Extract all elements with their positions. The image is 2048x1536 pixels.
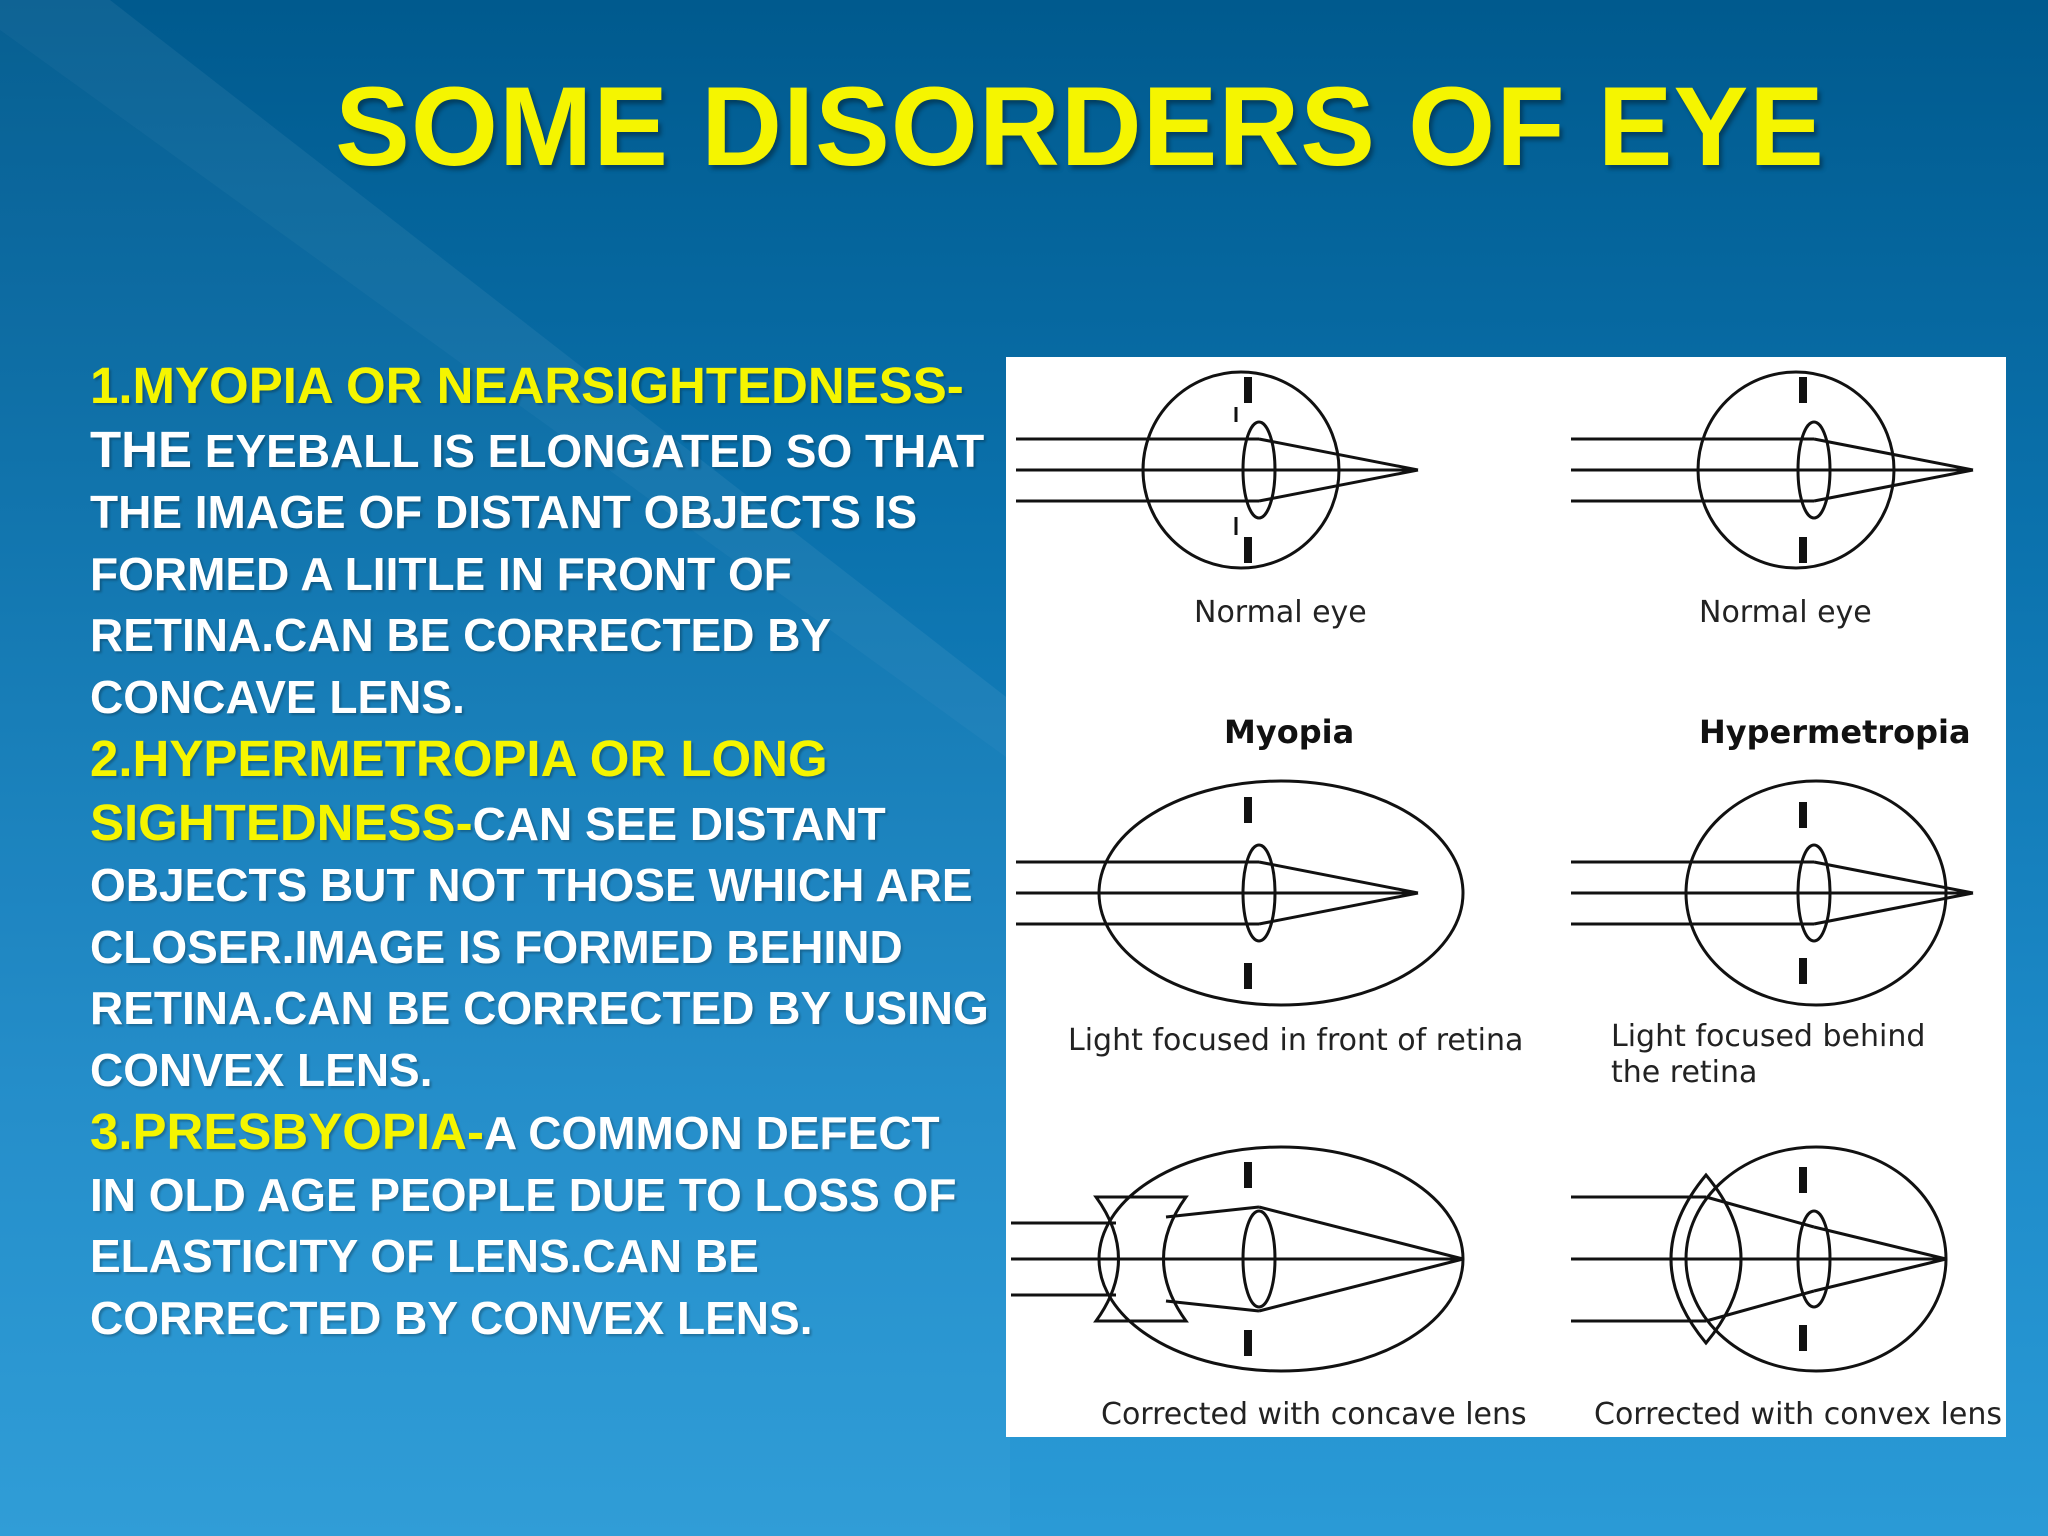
myopia-eye-diagram: [1016, 779, 1465, 1007]
normal-eye-diagram-right: [1571, 370, 1974, 570]
concave-correction-diagram: [1011, 1145, 1465, 1373]
myopia-heading: 1.MYOPIA OR NEARSIGHTEDNESS-: [90, 357, 964, 414]
hypermetropia-normal-caption: Normal eye: [1699, 595, 1872, 630]
myopia-label: Myopia: [1224, 713, 1355, 751]
hypermetropia-item: 2.HYPERMETROPIA OR LONG SIGHTEDNESS-CAN …: [90, 728, 990, 1101]
hypermetropia-eye-diagram: [1571, 779, 1974, 1007]
slide-title: SOME DISORDERS OF EYE: [335, 64, 1825, 189]
presbyopia-heading: 3.PRESBYOPIA-: [90, 1103, 484, 1160]
presbyopia-item: 3.PRESBYOPIA-A COMMON DEFECT IN OLD AGE …: [90, 1101, 990, 1349]
hypermetropia-defect-caption-line2: the retina: [1611, 1055, 1758, 1090]
hypermetropia-label: Hypermetropia: [1699, 713, 1971, 751]
myopia-defect-caption: Light focused in front of retina: [1068, 1023, 1524, 1058]
concave-correction-caption: Corrected with concave lens: [1101, 1397, 1527, 1432]
eye-diagrams: [1011, 370, 1974, 1373]
myopia-normal-caption: Normal eye: [1194, 595, 1367, 630]
myopia-item: 1.MYOPIA OR NEARSIGHTEDNESS- THE EYEBALL …: [90, 355, 990, 728]
hypermetropia-heading: 2.HYPERMETROPIA OR LONG SIGHTEDNESS-: [90, 730, 828, 851]
normal-eye-diagram-left: [1016, 370, 1419, 570]
myopia-lead: THE: [90, 420, 192, 478]
myopia-description: EYEBALL IS ELONGATED SO THAT THE IMAGE O…: [90, 424, 985, 723]
convex-correction-caption: Corrected with convex lens: [1594, 1397, 2002, 1432]
hypermetropia-defect-caption-line1: Light focused behind: [1611, 1019, 1926, 1054]
eye-defects-figure: Normal eye Normal eye Myopia Hypermetrop…: [1006, 357, 2006, 1437]
presbyopia-description: A COMMON DEFECT IN OLD AGE PEOPLE DUE TO…: [90, 1107, 957, 1344]
disorder-list: 1.MYOPIA OR NEARSIGHTEDNESS- THE EYEBALL …: [90, 355, 990, 1349]
hypermetropia-description: CAN SEE DISTANT OBJECTS BUT NOT THOSE WH…: [90, 797, 989, 1096]
convex-correction-diagram: [1571, 1145, 1948, 1373]
